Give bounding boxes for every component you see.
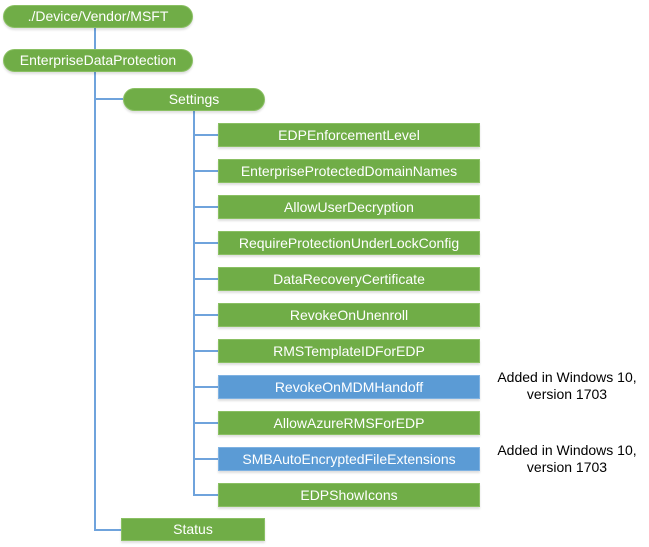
node-device-vendor-msft: ./Device/Vendor/MSFT [3, 5, 193, 28]
connector-branch-child-6 [193, 350, 218, 352]
node-edpenforcementlevel: EDPEnforcementLevel [218, 123, 480, 147]
note-line-2: version 1703 [526, 459, 608, 475]
note-smbautoencryptedfileextensions: Added in Windows 10, version 1703 [487, 442, 647, 476]
note-revokeonmdmhandoff: Added in Windows 10, version 1703 [487, 369, 647, 403]
connector-branch-child-2 [193, 206, 218, 208]
connector-branch-child-5 [193, 314, 218, 316]
connector-branch-child-4 [193, 278, 218, 280]
connector-branch-child-8 [193, 422, 218, 424]
connector-provider-trunk [94, 72, 96, 531]
connector-branch-child-3 [193, 242, 218, 244]
note-line-1: Added in Windows 10, [497, 369, 637, 385]
connector-branch-status [94, 529, 121, 531]
node-settings: Settings [123, 88, 265, 111]
connector-branch-child-10 [193, 494, 218, 496]
connector-settings-trunk [193, 111, 195, 496]
note-line-2: version 1703 [526, 386, 608, 402]
connector-branch-child-0 [193, 134, 218, 136]
node-allowazurermsforedp: AllowAzureRMSForEDP [218, 411, 480, 435]
connector-branch-settings [94, 98, 123, 100]
node-rmstemplateidforedp: RMSTemplateIDForEDP [218, 339, 480, 363]
node-datarecoverycertificate: DataRecoveryCertificate [218, 267, 480, 291]
node-requireprotectionunderlockconfig: RequireProtectionUnderLockConfig [218, 231, 480, 255]
connector-branch-child-7 [193, 386, 218, 388]
node-allowuserdecryption: AllowUserDecryption [218, 195, 480, 219]
node-smbautoencryptedfileextensions: SMBAutoEncryptedFileExtensions [218, 447, 480, 471]
connector-branch-child-9 [193, 458, 218, 460]
node-revokeonunenroll: RevokeOnUnenroll [218, 303, 480, 327]
node-enterprisedataprotection: EnterpriseDataProtection [3, 49, 193, 72]
connector-root-to-provider [94, 28, 96, 49]
node-enterpriseprotecteddomainnames: EnterpriseProtectedDomainNames [218, 159, 480, 183]
node-status: Status [121, 518, 265, 541]
note-line-1: Added in Windows 10, [497, 442, 637, 458]
node-revokeonmdmhandoff: RevokeOnMDMHandoff [218, 375, 480, 399]
connector-branch-child-1 [193, 170, 218, 172]
node-edpshowicons: EDPShowIcons [218, 483, 480, 507]
